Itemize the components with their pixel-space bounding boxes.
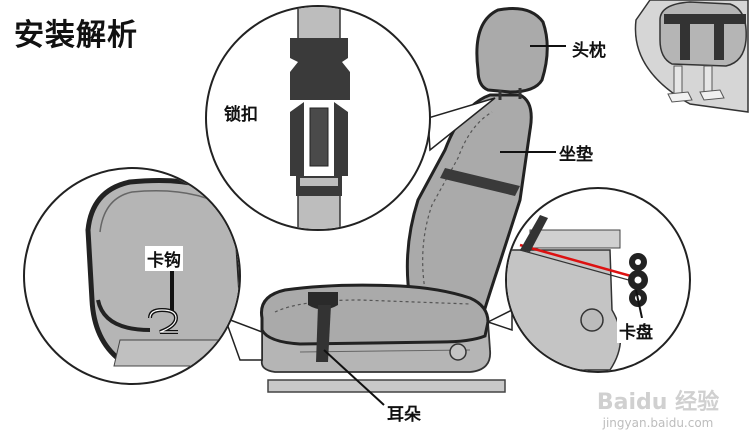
diagram-title: 安装解析: [14, 18, 138, 53]
clip-callout-wedge: [486, 308, 513, 332]
buckle-female: [290, 38, 350, 100]
seat-cushion: [259, 283, 490, 346]
buckle-male: [290, 102, 348, 196]
label-clip: 卡盘: [617, 318, 655, 343]
ear-strap: [316, 305, 331, 362]
leader-ear: [323, 349, 385, 406]
baidu-watermark: Baidu 经验 jingyan.baidu.com: [583, 390, 733, 436]
seat-side-slot: [520, 215, 548, 252]
label-headrest: 头枕: [570, 36, 608, 61]
seat-side-panel: [529, 229, 621, 249]
hook-detail-circle: [23, 167, 241, 385]
headrest-inset-post-l: [673, 65, 683, 95]
hook-callout-wedge: [223, 316, 263, 361]
cushion-seam: [274, 299, 471, 313]
headrest-inset-strap-r: [714, 24, 724, 60]
headrest-inset-base-r: [699, 89, 725, 101]
hook-s-shape-inner: [149, 309, 178, 333]
buckle-slot: [300, 178, 338, 186]
elastic-cord: [519, 243, 639, 280]
headrest-inset-strap-h: [664, 14, 746, 24]
headrest-inset-post-r: [703, 65, 713, 95]
label-ear: 耳朵: [385, 400, 423, 425]
label-buckle: 锁扣: [222, 100, 260, 125]
watermark-brand: Baidu 经验: [596, 390, 720, 415]
elastic-cord-shadow: [519, 249, 637, 283]
cover-edge-strip: [96, 299, 151, 332]
headrest: [475, 7, 549, 94]
headrest-inset-strap-l: [680, 24, 690, 60]
clip-disc: [628, 253, 648, 307]
backrest-band: [440, 168, 520, 196]
buckle-tongue: [309, 107, 329, 167]
headrest-inset-body: [659, 1, 747, 67]
recline-knob: [449, 343, 467, 361]
seat-side-knob: [580, 308, 604, 332]
watermark-url: jingyan.baidu.com: [602, 416, 714, 430]
strap-lower: [297, 189, 341, 229]
car-seat: [223, 7, 549, 393]
clip-detail-circle: [505, 187, 691, 373]
buckle-callout-wedge: [427, 97, 496, 152]
leader-clip: [635, 289, 643, 319]
leader-lines: [323, 45, 643, 406]
headrest-inset: [634, 0, 749, 113]
label-hook: 卡钩: [145, 246, 183, 271]
seat-rail: [267, 379, 506, 393]
label-seat-pad: 坐垫: [557, 140, 595, 165]
headrest-inset-base-l: [667, 91, 693, 103]
backrest-seam: [422, 111, 493, 291]
buckle-detail-circle: [205, 5, 431, 231]
